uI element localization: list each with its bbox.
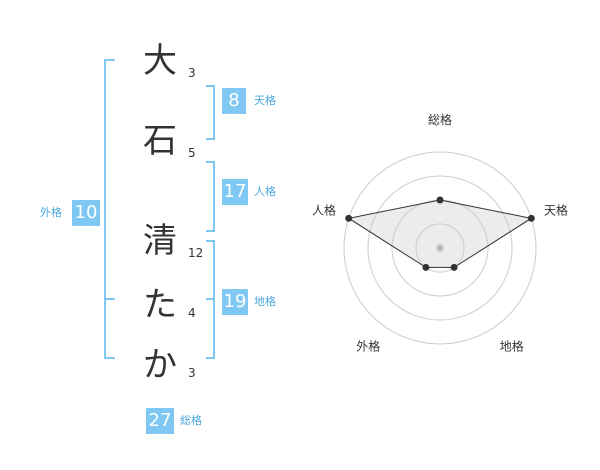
radar-ring-4	[343, 151, 537, 345]
gaikaku-value: 10	[72, 200, 100, 226]
chikaku-value: 19	[222, 289, 248, 315]
jinkaku-bracket	[206, 161, 215, 232]
stroke-count-2: 5	[188, 146, 196, 160]
radar-point-2	[527, 214, 535, 222]
soukaku-label: 総格	[180, 414, 202, 427]
name-char-5: か	[143, 345, 177, 385]
radar-point-4	[422, 263, 430, 271]
radar-axis-label-3: 地格	[500, 339, 524, 354]
tenkaku-bracket	[206, 85, 215, 140]
radar-point-3	[450, 263, 458, 271]
chikaku-label: 地格	[254, 295, 276, 308]
radar-ring-1	[415, 223, 465, 273]
stroke-count-1: 3	[188, 66, 196, 80]
radar-axis-label-2: 天格	[544, 202, 568, 217]
stroke-count-3: 12	[188, 246, 204, 260]
gaikaku-bracket	[104, 59, 115, 359]
radar-center-dot	[436, 244, 444, 252]
tenkaku-value: 8	[222, 88, 246, 114]
soukaku-value: 27	[146, 408, 174, 434]
name-char-2: 石	[143, 121, 177, 161]
name-char-1: 大	[143, 41, 177, 81]
stroke-count-4: 4	[188, 306, 196, 320]
radar-axis-label-1: 総格	[428, 112, 452, 127]
stroke-count-5: 3	[188, 366, 196, 380]
name-char-4: た	[143, 285, 177, 325]
jinkaku-label: 人格	[254, 185, 276, 198]
jinkaku-value: 17	[222, 179, 248, 205]
radar-ring-3	[367, 175, 513, 321]
radar-axis-label-4: 外格	[356, 339, 380, 354]
radar-area	[347, 199, 533, 268]
gaikaku-label: 外格	[40, 206, 62, 219]
tenkaku-label: 天格	[254, 94, 276, 107]
radar-point-5	[345, 214, 353, 222]
radar-point-1	[436, 196, 444, 204]
name-char-3: 清	[143, 221, 177, 261]
radar-axis-label-5: 人格	[312, 202, 336, 217]
